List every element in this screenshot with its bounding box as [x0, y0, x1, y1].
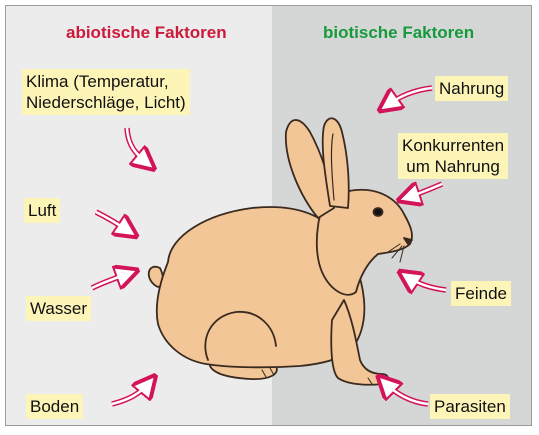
klima-arrow-icon — [127, 128, 148, 164]
nahrung-label: Nahrung — [435, 76, 508, 101]
wasser-label: Wasser — [26, 296, 91, 321]
feinde-label: Feinde — [451, 281, 511, 306]
parasiten-arrow-icon — [384, 382, 428, 404]
luft-arrow-icon — [96, 212, 130, 232]
konkurrenten-label: Konkurrenten um Nahrung — [398, 133, 508, 179]
wasser-arrow-icon — [92, 273, 130, 288]
boden-arrow-icon — [112, 382, 150, 404]
rabbit-illustration — [149, 118, 412, 384]
parasiten-label: Parasiten — [430, 394, 510, 419]
boden-label: Boden — [26, 394, 83, 419]
konkurrenten-arrow-icon — [406, 184, 442, 198]
luft-label: Luft — [24, 198, 60, 223]
nahrung-arrow-icon — [386, 88, 432, 106]
klima-label: Klima (Temperatur, Niederschläge, Licht) — [22, 69, 190, 115]
feinde-arrow-icon — [406, 276, 446, 290]
